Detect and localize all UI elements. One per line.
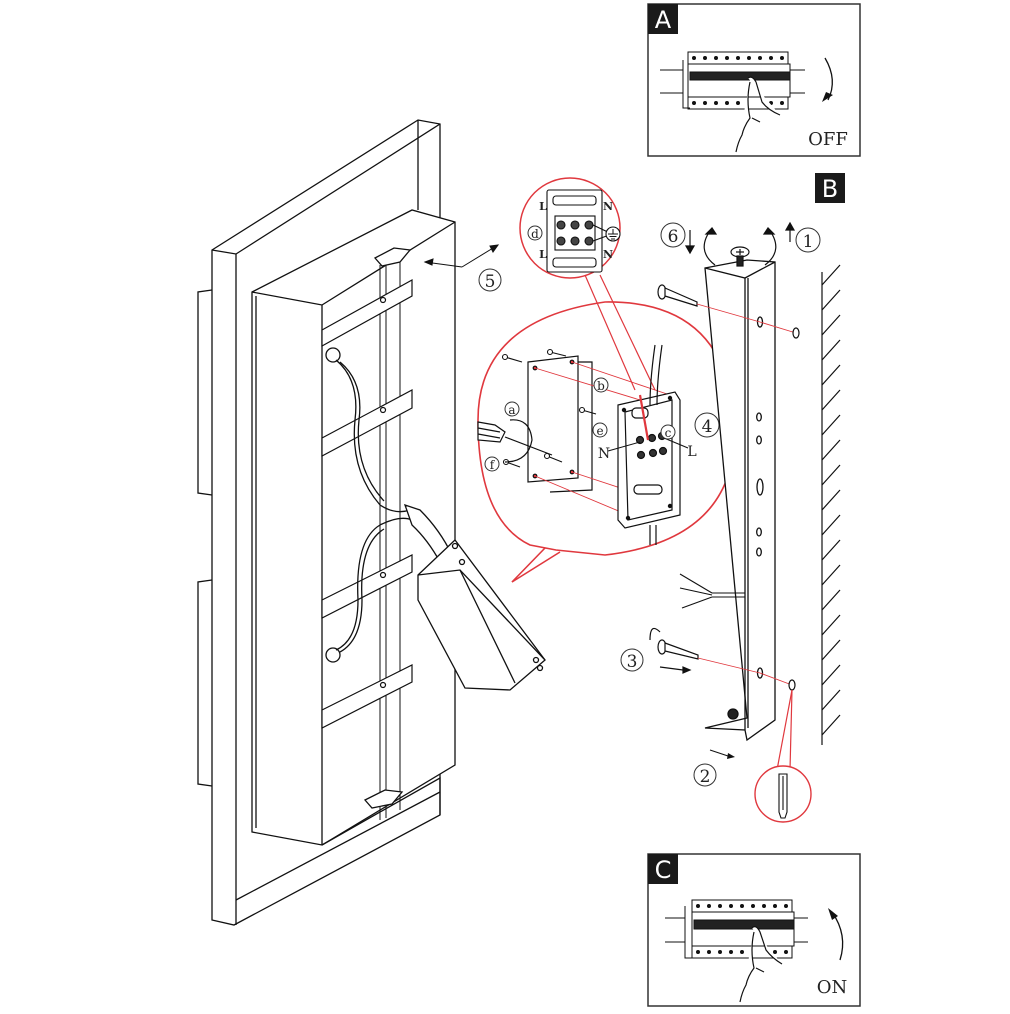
step-5-arrow <box>423 244 500 268</box>
sub-step-e: e <box>592 422 608 438</box>
svg-text:2: 2 <box>700 767 711 787</box>
wall-plug-callout <box>754 689 812 823</box>
svg-text:c: c <box>665 426 672 440</box>
sub-step-a: a <box>504 401 520 417</box>
ground-symbol-icon <box>608 229 618 240</box>
svg-text:d: d <box>531 227 539 241</box>
panel-b-badge: B <box>815 173 845 203</box>
svg-text:6: 6 <box>668 227 679 247</box>
step-3-badge: 3 <box>620 648 644 672</box>
panel-c-letter: C <box>655 856 672 884</box>
svg-text:f: f <box>490 458 496 472</box>
wall-screw-top <box>657 284 800 339</box>
panel-c: C ON <box>647 853 861 1007</box>
keyhole-slot-top <box>373 247 412 267</box>
panel-c-on-label: ON <box>817 977 848 998</box>
panel-a-letter: A <box>655 6 672 34</box>
panel-a-off-label: OFF <box>808 129 848 150</box>
breaker-strip-icon <box>665 899 808 959</box>
svg-text:5: 5 <box>485 272 496 292</box>
step-6-badge: 6 <box>660 222 686 248</box>
live-top-label: L <box>539 200 547 213</box>
step-4-badge: 4 <box>694 412 720 438</box>
panel-c-badge: C <box>648 854 678 884</box>
fixture-junction-box <box>417 539 546 691</box>
screwdriver-icon <box>477 419 553 463</box>
keyhole-slot-bottom <box>363 789 404 809</box>
breaker-strip-icon <box>660 51 805 110</box>
svg-text:4: 4 <box>702 417 713 437</box>
breaker-terminals <box>692 56 784 105</box>
svg-text:a: a <box>508 403 515 417</box>
step-2-badge: 2 <box>693 749 735 787</box>
svg-text:3: 3 <box>627 652 638 672</box>
sub-step-c: c <box>660 424 676 440</box>
step-1-badge: 1 <box>795 227 821 253</box>
step-5-badge: 5 <box>478 268 502 292</box>
wall-hatch <box>821 264 841 745</box>
sub-step-f: f <box>484 456 500 472</box>
callout-terminal-block: L N L N d <box>519 177 621 279</box>
svg-text:1: 1 <box>803 232 814 252</box>
hand-icon <box>735 76 781 153</box>
sub-step-b: b <box>593 377 609 393</box>
screws <box>501 348 597 468</box>
sub-step-d: d <box>527 225 543 241</box>
mounting-bars <box>321 278 413 729</box>
neutral-wire-label: N <box>598 446 610 462</box>
panel-b-letter: B <box>822 175 838 203</box>
wall-bracket <box>704 259 776 742</box>
neutral-top-label: N <box>603 200 613 213</box>
neutral-bottom-label: N <box>603 248 613 261</box>
live-bottom-label: L <box>539 248 547 261</box>
top-screw-icon <box>730 246 750 267</box>
hand-icon <box>739 926 783 1003</box>
svg-text:b: b <box>597 379 605 393</box>
panel-a: A OFF <box>647 3 861 157</box>
rotate-arrows-icon <box>684 221 796 266</box>
supply-wires <box>679 573 745 609</box>
live-wire-label: L <box>687 444 696 460</box>
breaker-terminals <box>696 904 788 954</box>
panel-a-badge: A <box>648 4 678 34</box>
svg-text:e: e <box>596 424 603 438</box>
wall-plug-icon <box>778 773 788 819</box>
callout-wiring-detail: N L a b c e f <box>477 274 736 583</box>
power-cable <box>325 347 453 663</box>
